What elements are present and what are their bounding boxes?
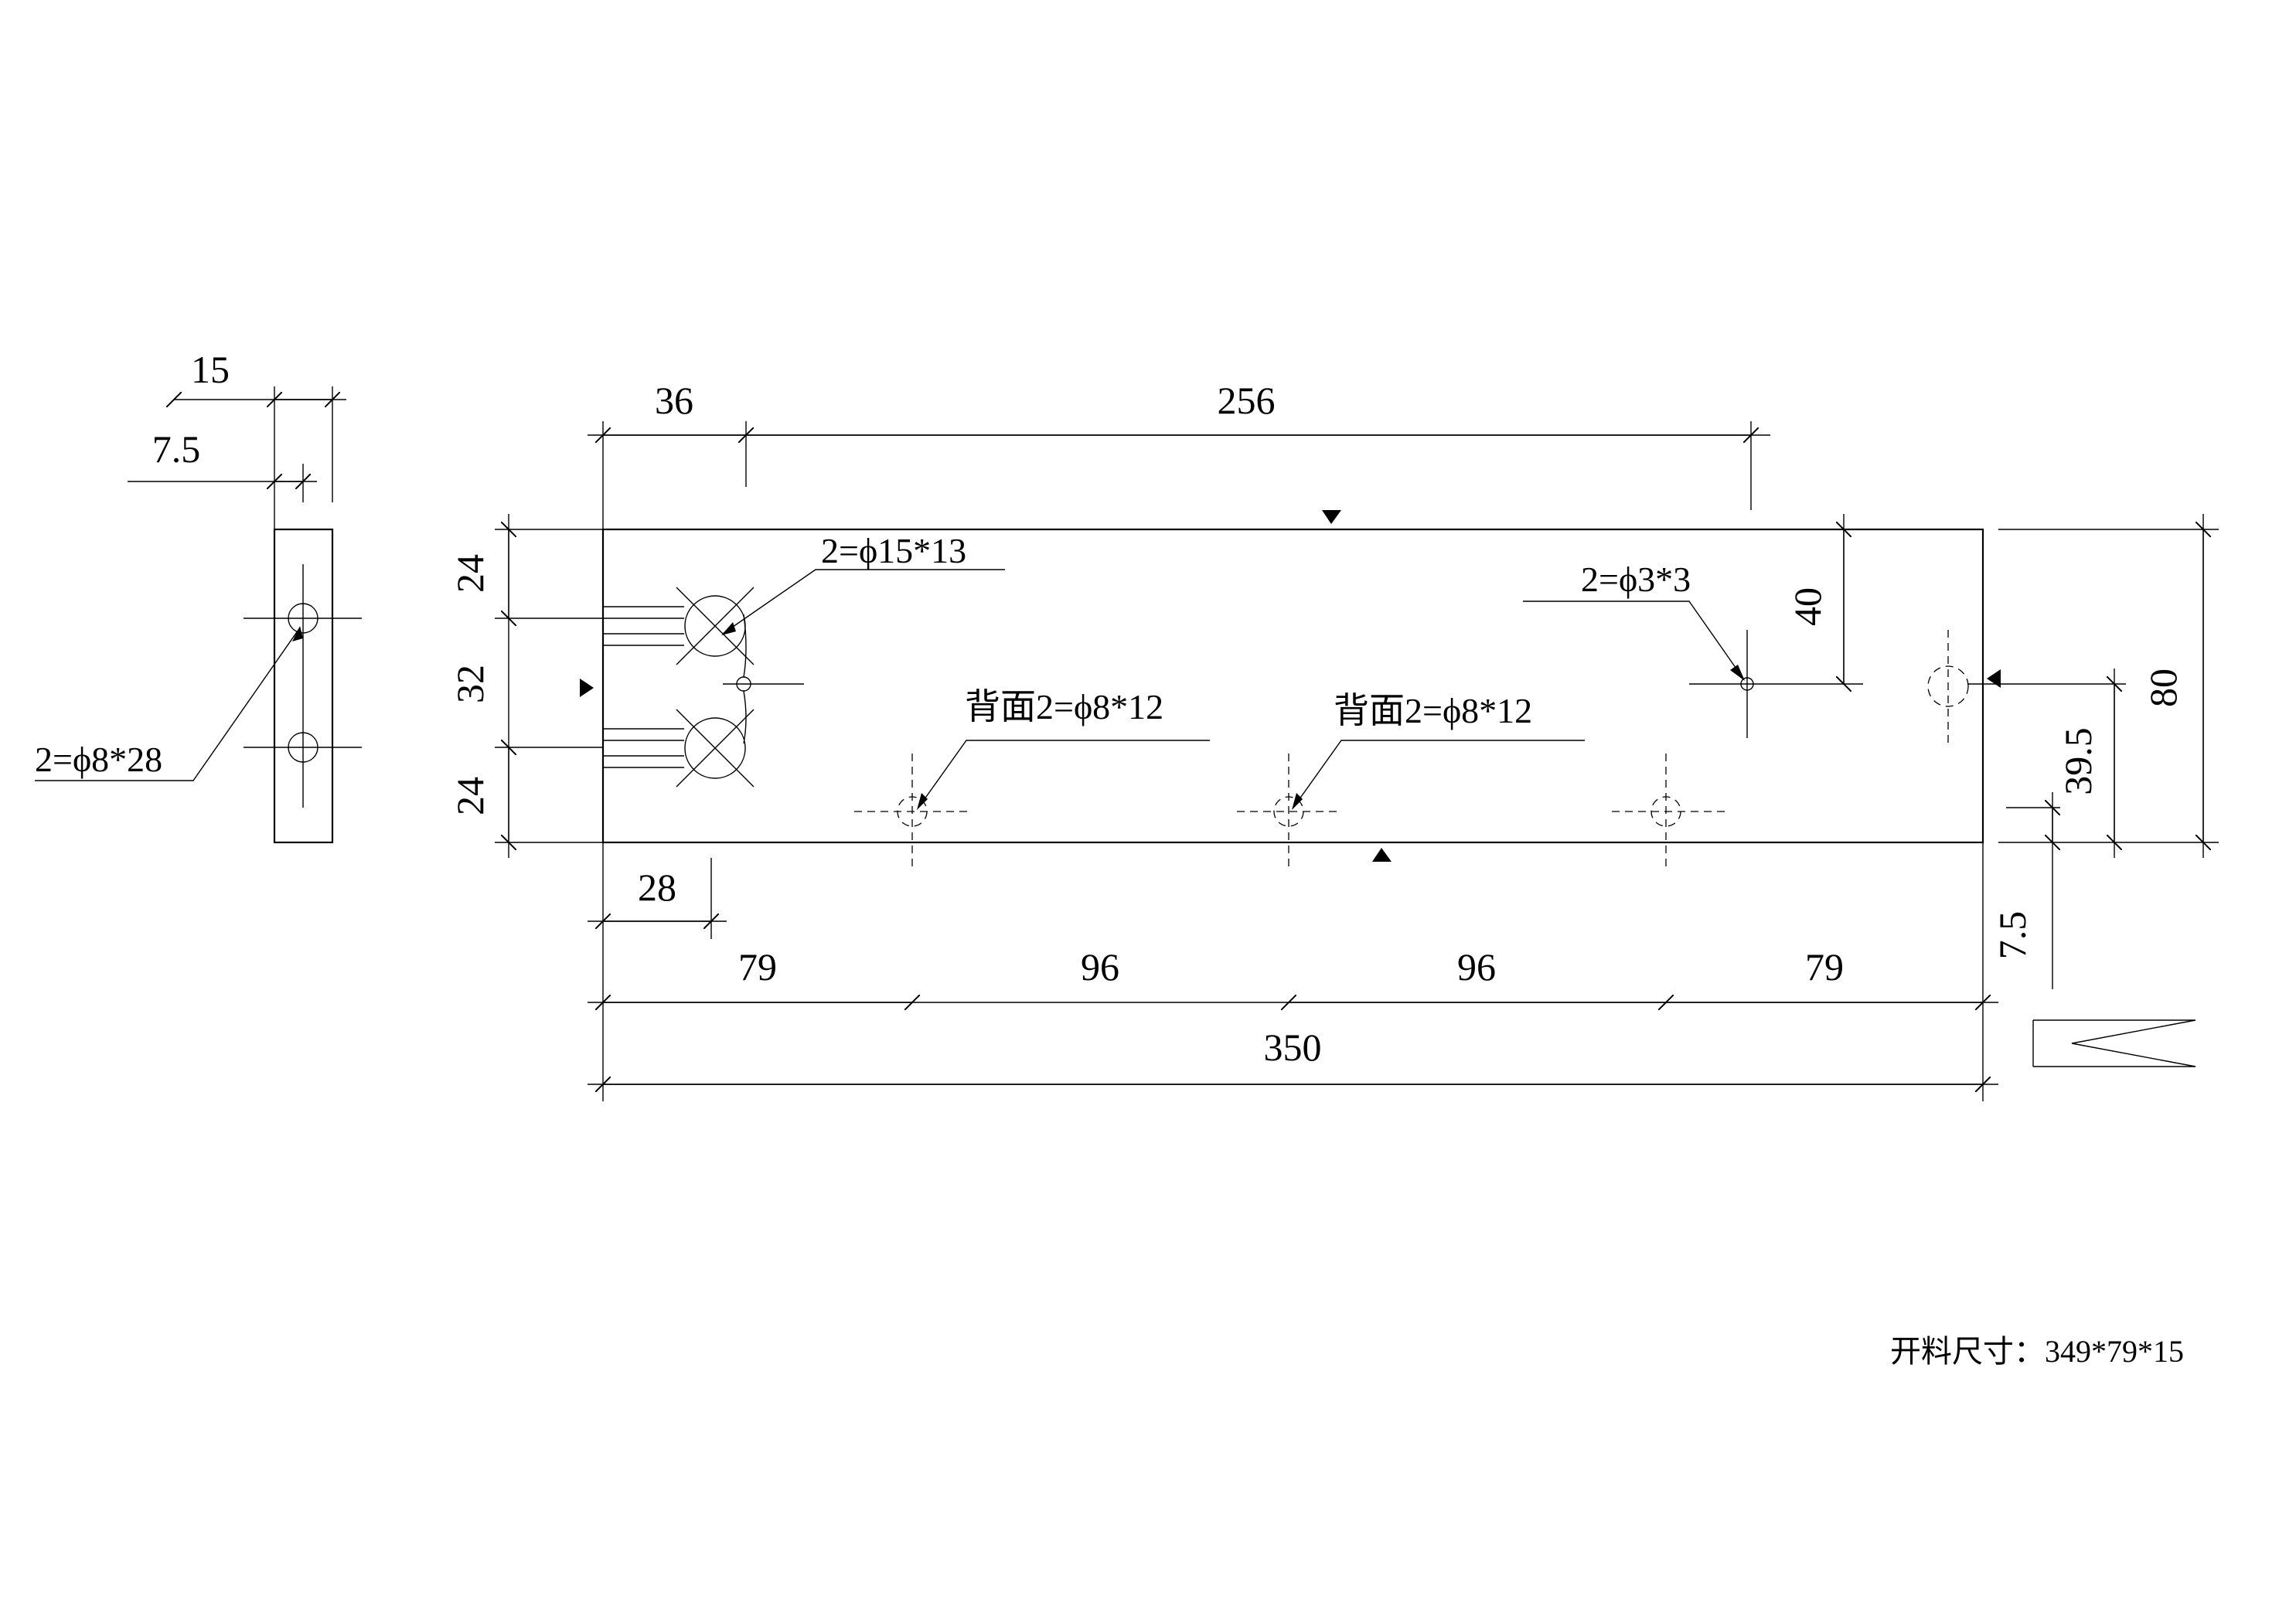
side-hole-note: 2=ϕ8*28 [35, 740, 162, 779]
side-view: 15 7.5 2=ϕ8*28 [35, 348, 362, 844]
end-hole-dashed [1927, 630, 1969, 746]
side-leader-arrow [292, 626, 303, 641]
right-dim-40: 40 [1786, 587, 1829, 626]
main-view: 2=ϕ15*13 背面2=ϕ8*12 背面2=ϕ8*12 [448, 379, 2219, 1101]
left-arrow-marker [580, 679, 594, 697]
side-dim-15: 15 [191, 348, 230, 391]
left-dim-24-lower: 24 [448, 777, 492, 815]
large-hole-note: 2=ϕ15*13 [821, 531, 966, 570]
large-hole-leader [722, 569, 1005, 635]
break-symbol [2033, 1019, 2196, 1067]
right-arrow-marker [1987, 669, 2001, 688]
bottom-dim-96-left: 96 [1081, 945, 1119, 988]
small-hole-leader-arrow [1730, 665, 1745, 681]
back-hole-right-arrow [1292, 793, 1303, 810]
side-hole-leader [35, 627, 301, 781]
left-dim-24-upper: 24 [448, 554, 492, 593]
bottom-dim-28: 28 [638, 866, 676, 909]
top-dim-256: 256 [1218, 379, 1276, 422]
back-hole-left-leader [918, 740, 1210, 808]
large-hole-lower [603, 709, 755, 788]
large-hole-link-upper [743, 614, 747, 678]
back-hole-right-note: 背面2=ϕ8*12 [1334, 691, 1532, 730]
small-hole-note: 2=ϕ3*3 [1581, 560, 1691, 599]
bottom-dim-96-right: 96 [1457, 945, 1496, 988]
bottom-dim-79-left: 79 [738, 945, 777, 988]
side-view-outline [273, 528, 334, 844]
back-hole-2 [1237, 754, 1341, 869]
right-dim-80: 80 [2141, 669, 2185, 707]
bottom-dim-79-right: 79 [1805, 945, 1844, 988]
right-dim-39-5: 39.5 [2056, 727, 2100, 795]
right-dim-7-5: 7.5 [1991, 911, 2034, 960]
main-view-outline [601, 528, 1984, 844]
small-hole-leader [1523, 601, 1744, 679]
back-hole-1 [854, 754, 970, 869]
top-dim-36: 36 [655, 379, 693, 422]
large-hole-upper [603, 587, 755, 665]
left-dim-32: 32 [448, 665, 492, 703]
side-dim-7-5: 7.5 [152, 427, 201, 471]
bottom-arrow-marker [1372, 848, 1392, 862]
back-hole-right-leader [1293, 740, 1585, 808]
back-hole-3 [1612, 754, 1728, 869]
large-hole-leader-arrow [721, 622, 736, 635]
back-hole-left-arrow [917, 793, 928, 810]
bottom-dim-350: 350 [1264, 1026, 1322, 1069]
material-note: 开料尺寸：349*79*15 [1890, 1334, 2184, 1369]
back-hole-left-note: 背面2=ϕ8*12 [965, 687, 1163, 726]
large-hole-link-lower [743, 690, 747, 744]
top-arrow-marker [1322, 510, 1341, 524]
